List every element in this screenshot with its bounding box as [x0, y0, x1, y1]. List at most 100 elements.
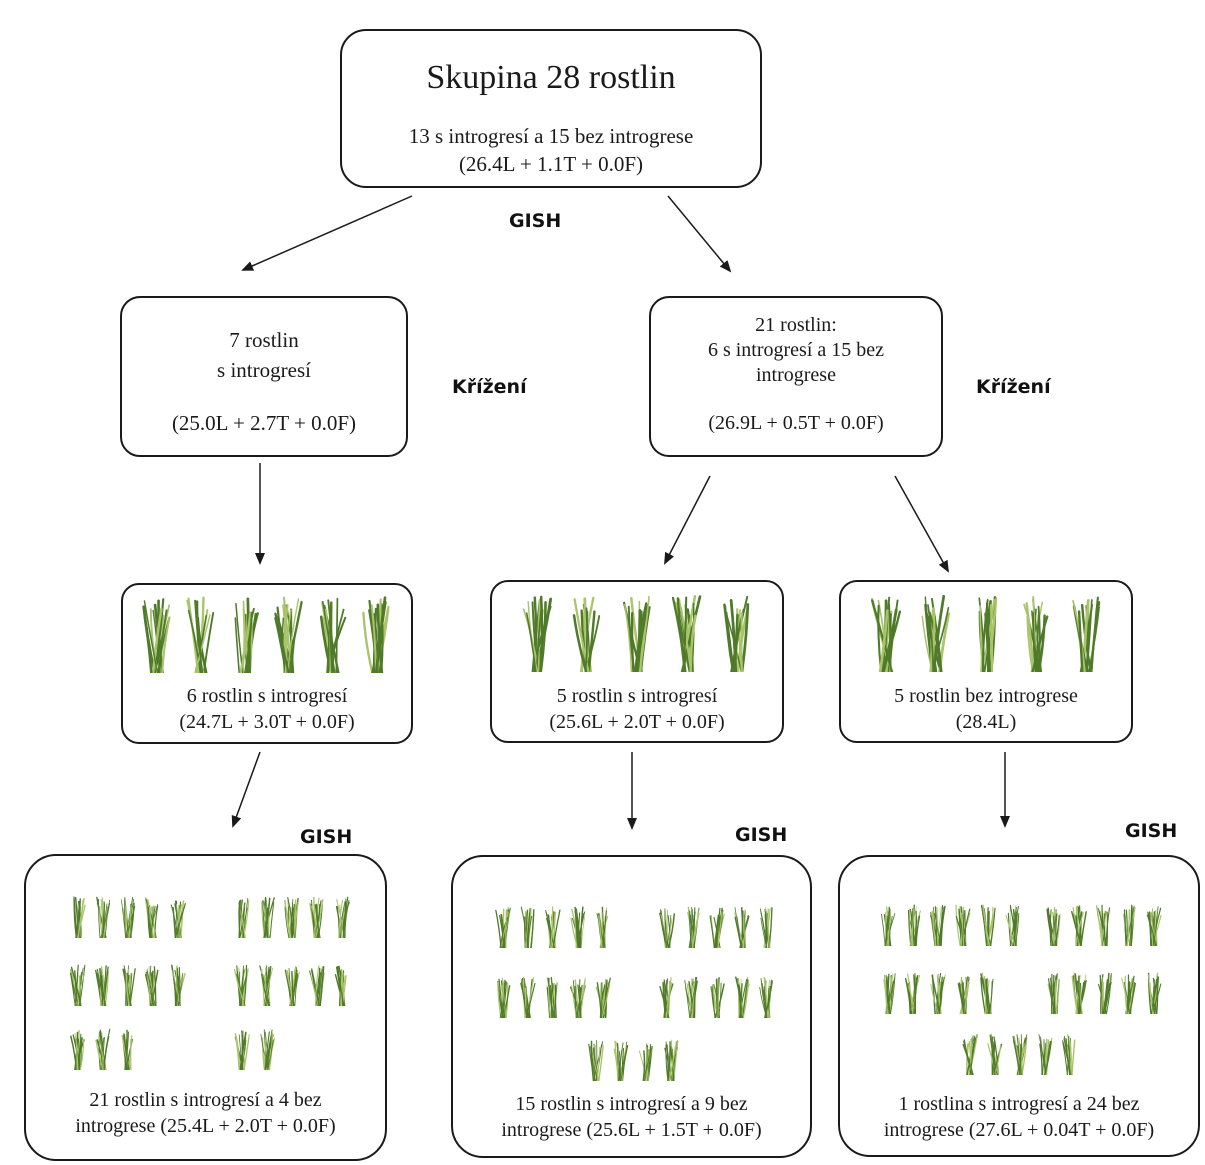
offspring-node-b: 5 rostlin s introgresí (25.6L + 2.0T + 0…	[490, 580, 784, 743]
grass-plant-icon	[260, 1029, 275, 1070]
grass-plant-icon	[735, 976, 750, 1018]
grass-plant-icon	[623, 595, 651, 672]
grass-plant-icon	[1147, 972, 1162, 1014]
grass-plant-icon	[122, 965, 136, 1006]
grass-plant-icon	[73, 896, 86, 938]
grass-plant-icon	[1122, 904, 1136, 946]
grass-plant-icon	[1005, 904, 1020, 946]
grass-plant-icon	[921, 594, 951, 672]
grass-plant-icon	[883, 973, 896, 1014]
plants-grid-c	[840, 857, 1198, 1087]
result-a-line1: 21 rostlin s introgresí a 4 bez	[89, 1089, 322, 1111]
grass-plant-icon	[1146, 906, 1162, 946]
grass-plant-icon	[987, 1033, 1003, 1075]
result-b-line1: 15 rostlin s introgresí a 9 bez	[515, 1093, 748, 1115]
grass-plant-icon	[1062, 1034, 1076, 1075]
offspring-a-line2: (24.7L + 3.0T + 0.0F)	[179, 711, 355, 733]
grass-plant-icon	[613, 1040, 629, 1081]
grass-plant-icon	[546, 976, 558, 1018]
grass-plant-icon	[171, 964, 186, 1006]
crossing-label-right: Křížení	[976, 376, 1051, 398]
left-group-formula: (25.0L + 2.7T + 0.0F)	[171, 411, 357, 435]
grass-plant-icon	[962, 1033, 978, 1075]
grass-plant-icon	[70, 1029, 85, 1070]
grass-plant-icon	[309, 896, 324, 938]
right-group-line1: 21 rostlin:	[755, 314, 837, 336]
grass-plant-icon	[709, 907, 725, 948]
offspring-node-c: 5 rostlin bez introgrese (28.4L)	[839, 580, 1133, 743]
gish-label-c: GISH	[1125, 820, 1178, 842]
grass-plant-icon	[274, 596, 303, 673]
grass-plant-icon	[1096, 904, 1111, 946]
grass-plant-icon	[145, 897, 159, 938]
result-node-a: 21 rostlin s introgresí a 4 bez introgre…	[24, 854, 387, 1161]
result-node-c: 1 rostlina s introgresí a 24 bez introgr…	[838, 855, 1200, 1157]
grass-plant-icon	[588, 1040, 604, 1081]
grass-plant-icon	[96, 896, 111, 938]
grass-plant-icon	[95, 1028, 111, 1070]
grass-plant-icon	[522, 595, 552, 672]
grass-plant-icon	[309, 964, 325, 1006]
grass-plant-icon	[723, 595, 750, 672]
grass-plant-icon	[978, 596, 998, 672]
offspring-node-a: 6 rostlin s introgresí (24.7L + 3.0T + 0…	[121, 583, 413, 744]
grass-plant-icon	[881, 906, 896, 946]
result-node-b: 15 rostlin s introgresí a 9 bez introgre…	[451, 855, 812, 1158]
right-group-line2: 6 s introgresí a 15 bez	[707, 339, 885, 361]
grass-plant-icon	[234, 1030, 250, 1070]
grass-plant-icon	[284, 966, 300, 1006]
result-b-line2: introgrese (25.6L + 1.5T + 0.0F)	[501, 1119, 762, 1141]
grass-plant-icon	[1072, 596, 1101, 672]
grass-plant-icon	[319, 597, 347, 673]
right-group-line3: introgrese	[756, 364, 836, 386]
grass-plant-icon	[121, 896, 136, 938]
root-line1: 13 s introgresí a 15 bez introgrese	[408, 124, 694, 148]
result-a-line2: introgrese (25.4L + 2.0T + 0.0F)	[75, 1115, 336, 1137]
plants-grid-b	[453, 857, 810, 1087]
gish-label-b: GISH	[735, 824, 788, 846]
grass-plant-icon	[905, 972, 921, 1014]
arrow-right-c	[894, 475, 949, 573]
grass-plant-icon	[1121, 974, 1137, 1014]
grass-plant-icon	[334, 965, 347, 1006]
arrow-root-right	[667, 195, 732, 273]
root-formula: (26.4L + 1.1T + 0.0F)	[458, 152, 644, 176]
grass-plant-icon	[871, 596, 901, 672]
right-group-node: 21 rostlin: 6 s introgresí a 15 bez intr…	[649, 296, 943, 457]
grass-plant-icon	[95, 965, 109, 1006]
grass-plant-icon	[234, 964, 249, 1006]
offspring-a-line1: 6 rostlin s introgresí	[186, 685, 348, 707]
arrow-right-b	[664, 475, 711, 565]
offspring-b-line1: 5 rostlin s introgresí	[556, 685, 718, 707]
grass-plant-icon	[186, 596, 215, 673]
grass-plant-icon	[520, 976, 536, 1018]
grass-plant-icon	[284, 897, 299, 938]
grass-plant-icon	[497, 977, 511, 1018]
root-title: Skupina 28 rostlin	[426, 59, 676, 96]
grass-plant-icon	[362, 596, 390, 673]
grass-plant-icon	[759, 906, 773, 948]
left-group-line2: s introgresí	[217, 358, 311, 382]
grass-plant-icon	[955, 904, 971, 946]
grass-plant-icon	[234, 597, 259, 673]
grass-plant-icon	[907, 904, 921, 946]
grass-plant-icon	[659, 908, 675, 948]
grass-plant-icon	[1097, 972, 1112, 1014]
grass-plant-icon	[545, 906, 561, 948]
grass-plant-icon	[1023, 595, 1049, 672]
plants-row-c	[841, 582, 1131, 682]
grass-plant-icon	[687, 906, 700, 948]
grass-plant-icon	[237, 898, 250, 938]
grass-plant-icon	[1046, 907, 1061, 946]
right-group-formula: (26.9L + 0.5T + 0.0F)	[708, 412, 884, 434]
left-group-node: 7 rostlin s introgresí (25.0L + 2.7T + 0…	[120, 296, 408, 457]
grass-plant-icon	[672, 594, 702, 672]
grass-plant-icon	[142, 598, 171, 673]
grass-plant-icon	[664, 1039, 679, 1081]
grass-plant-icon	[596, 906, 609, 948]
grass-plant-icon	[595, 977, 611, 1018]
grass-plant-icon	[980, 972, 994, 1014]
root-node: Skupina 28 rostlin 13 s introgresí a 15 …	[340, 29, 762, 188]
left-group-line1: 7 rostlin	[229, 328, 299, 352]
